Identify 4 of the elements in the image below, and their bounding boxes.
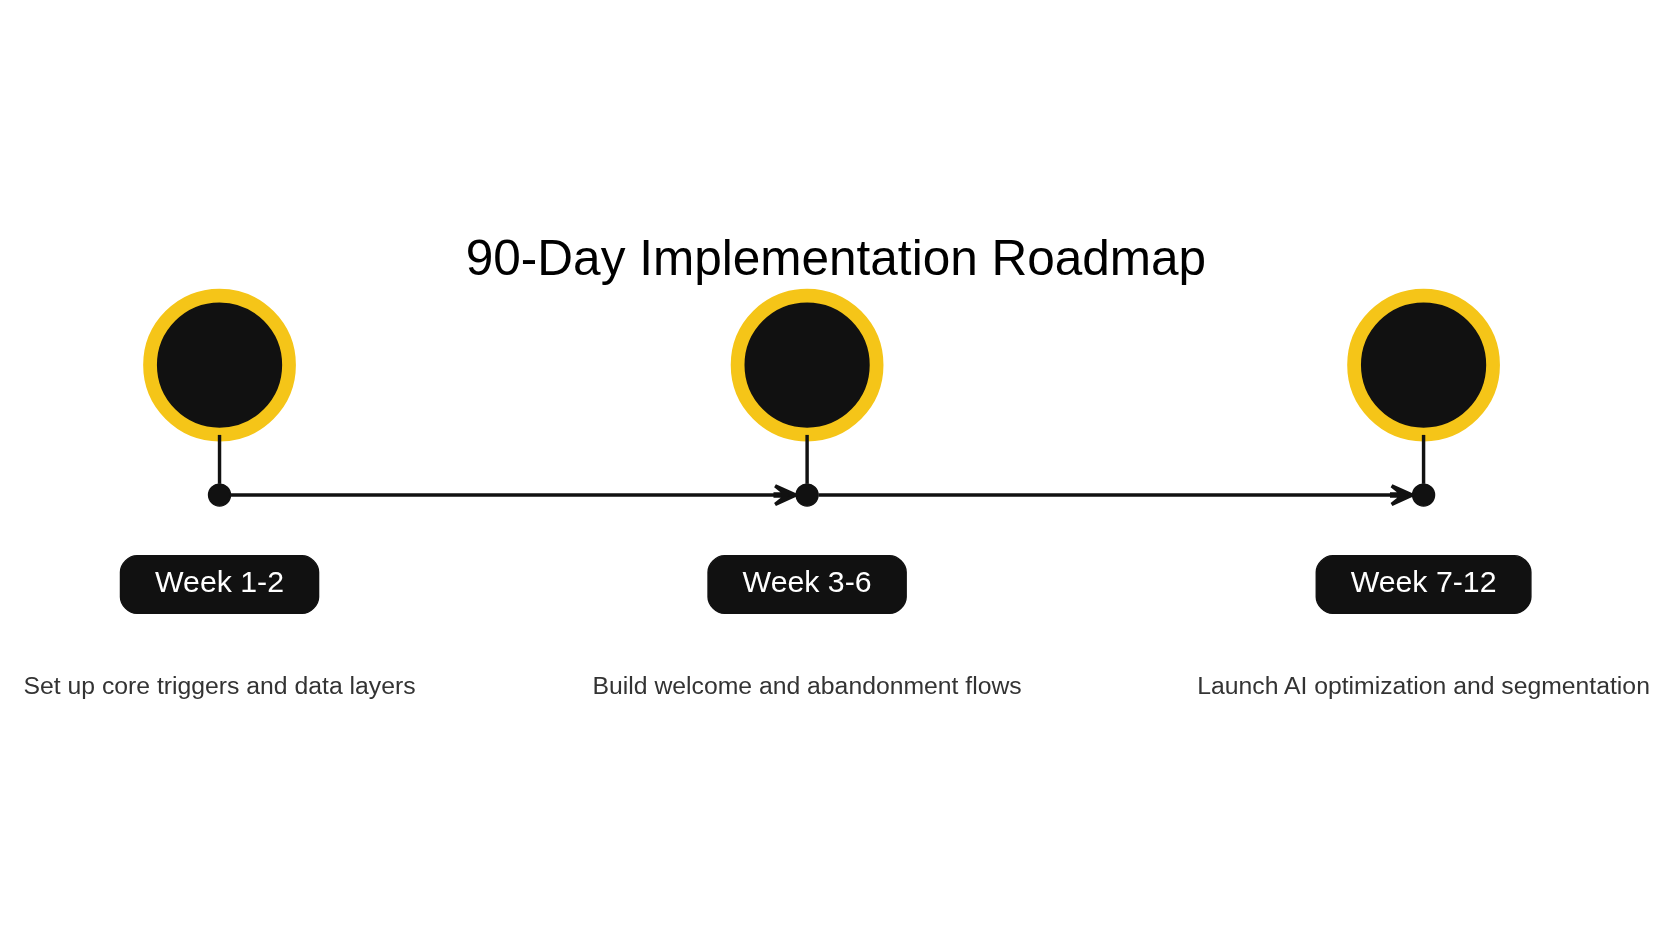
diagram-title: 90-Day Implementation Roadmap [465,229,1207,285]
node-label: Build welcome and abandonment flows [592,671,1022,699]
node-label: Launch AI optimization and segmentation [1197,671,1650,699]
node-label: Set up core triggers and data layers [23,671,416,699]
